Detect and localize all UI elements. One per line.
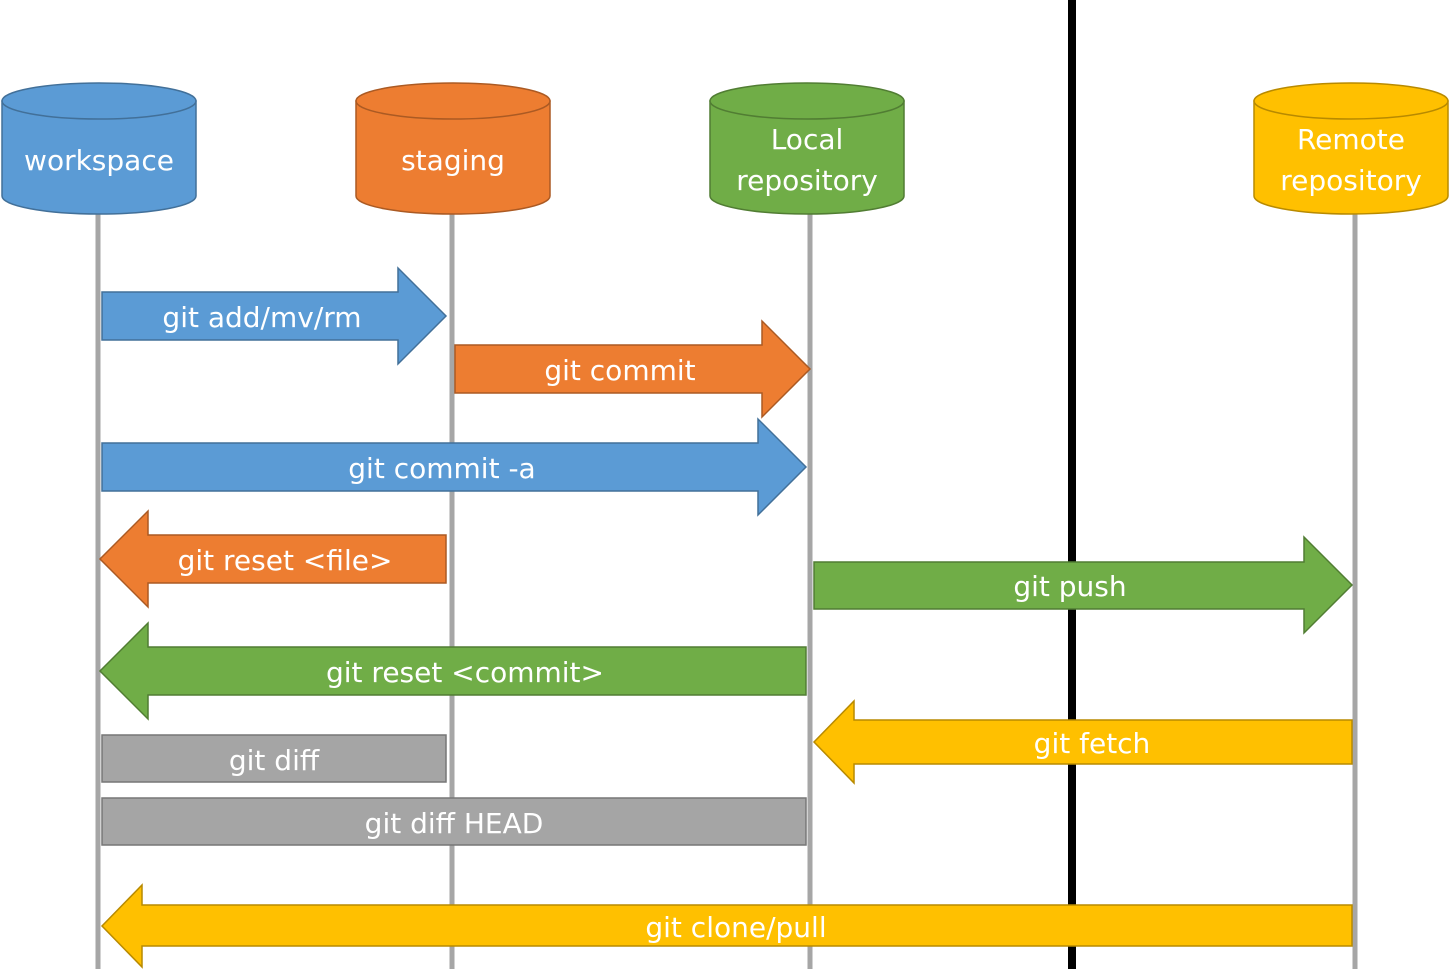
arrow-git-commit-a: git commit -a (101, 417, 808, 517)
bar-git-diff-label: git diff (229, 744, 320, 777)
staging-cylinder (355, 100, 551, 215)
remote-repository-label-line-2: repository (1280, 164, 1422, 197)
arrow-git-clone-pull-label: git clone/pull (645, 911, 826, 944)
bar-git-diff-head: git diff HEAD (101, 797, 807, 846)
workspace-label: workspace (24, 144, 174, 177)
arrow-git-reset-commit-label: git reset <commit> (326, 656, 604, 689)
staging-node: staging (355, 82, 551, 215)
remote-repository-cylinder-top (1253, 82, 1449, 120)
workspace-cylinder (1, 100, 197, 215)
arrow-git-fetch-label: git fetch (1034, 727, 1151, 760)
workspace-node: workspace (1, 82, 197, 215)
arrow-git-reset-commit: git reset <commit> (98, 621, 807, 721)
arrow-git-add-label: git add/mv/rm (162, 301, 361, 334)
remote-repository-cylinder (1253, 100, 1449, 215)
arrow-git-push: git push (813, 535, 1354, 635)
local-repository-label-line-2: repository (736, 164, 878, 197)
arrow-git-reset-file: git reset <file> (98, 509, 447, 609)
arrow-git-reset-file-label: git reset <file> (178, 544, 393, 577)
arrow-git-commit-a-label: git commit -a (348, 452, 535, 485)
bar-git-diff-head-label: git diff HEAD (365, 807, 544, 840)
local-repository-cylinder-top (709, 82, 905, 120)
arrow-git-push-label: git push (1013, 570, 1126, 603)
local-repository-label-line-1: Local (771, 123, 844, 156)
remote-repository-node: Remote repository (1253, 82, 1449, 215)
remote-repository-label-line-1: Remote (1297, 123, 1405, 156)
arrow-git-clone-pull: git clone/pull (100, 883, 1353, 969)
arrow-git-commit-label: git commit (544, 354, 695, 387)
bar-git-diff: git diff (101, 734, 447, 783)
staging-cylinder-top (355, 82, 551, 120)
arrow-git-add: git add/mv/rm (101, 266, 448, 366)
workspace-cylinder-top (1, 82, 197, 120)
arrow-git-fetch: git fetch (812, 699, 1353, 785)
staging-label: staging (401, 144, 505, 177)
local-repository-node: Local repository (709, 82, 905, 215)
arrow-git-commit: git commit (454, 319, 812, 419)
local-repository-cylinder (709, 100, 905, 215)
